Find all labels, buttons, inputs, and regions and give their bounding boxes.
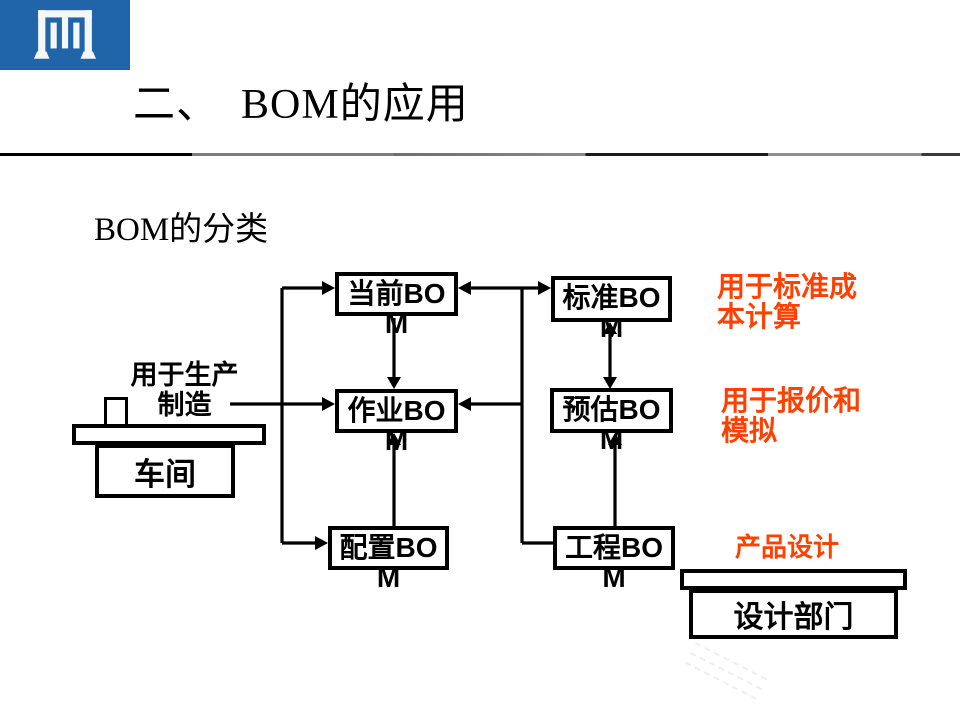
bom-box-label: 当前BO (347, 278, 446, 309)
workshop-label: 车间 (134, 456, 196, 492)
bom-box-label-overflow: M (602, 562, 626, 593)
bom-box-engineering: 工程BO M (553, 526, 675, 593)
annotation-line: 用于生产 (130, 360, 239, 390)
bom-box-label: 工程BO (564, 532, 663, 563)
company-logo (0, 0, 130, 70)
design-dept-tabletop-shape (680, 569, 907, 590)
bom-box-standard: 标准BO M (551, 276, 672, 343)
bom-box-label-overflow: M (384, 308, 409, 339)
annotation-quotation-simulation: 用于报价和 模拟 (721, 386, 901, 446)
design-dept-box: 设计部门 (689, 589, 898, 639)
bom-box-current: 当前BO M (335, 272, 458, 339)
annotation-line: 用于标准成 (717, 271, 858, 302)
annotation-standard-cost: 用于标准成 本计算 (717, 272, 892, 332)
annotation-line: 本计算 (717, 301, 802, 332)
title-divider (0, 153, 960, 156)
bom-box-label: 标准BO (562, 282, 661, 313)
annotation-line: 模拟 (721, 415, 778, 446)
bom-box-label-overflow: M (599, 312, 624, 343)
bom-box-label-overflow: M (599, 424, 624, 455)
bom-box-label: 作业BO (347, 395, 446, 426)
bom-box-label: 预估BO (562, 394, 661, 425)
workshop-chimney-shape (104, 397, 128, 427)
bom-box-operation: 作业BO M (335, 389, 458, 456)
design-dept-label: 设计部门 (733, 601, 854, 634)
annotation-line: 用于报价和 (721, 385, 862, 416)
bom-box-estimated: 预估BO M (550, 388, 673, 455)
bom-box-label-overflow: M (384, 425, 409, 456)
annotation-product-design: 产品设计 (735, 532, 875, 562)
annotation-line: 产品设计 (735, 532, 840, 562)
annotation-line: 制造 (157, 390, 212, 420)
workshop-tabletop-shape (72, 424, 266, 445)
bom-box-label-overflow: M (376, 562, 401, 593)
section-heading: BOM的分类 (94, 212, 269, 248)
workshop-box: 车间 (95, 444, 235, 498)
bom-box-configured: 配置BO M (328, 526, 449, 593)
page-title: 二、 BOM的应用 (133, 82, 469, 128)
bom-box-label: 配置BO (339, 532, 438, 563)
company-logo-icon (34, 10, 96, 59)
annotation-production-use: 用于生产 制造 (112, 360, 257, 420)
